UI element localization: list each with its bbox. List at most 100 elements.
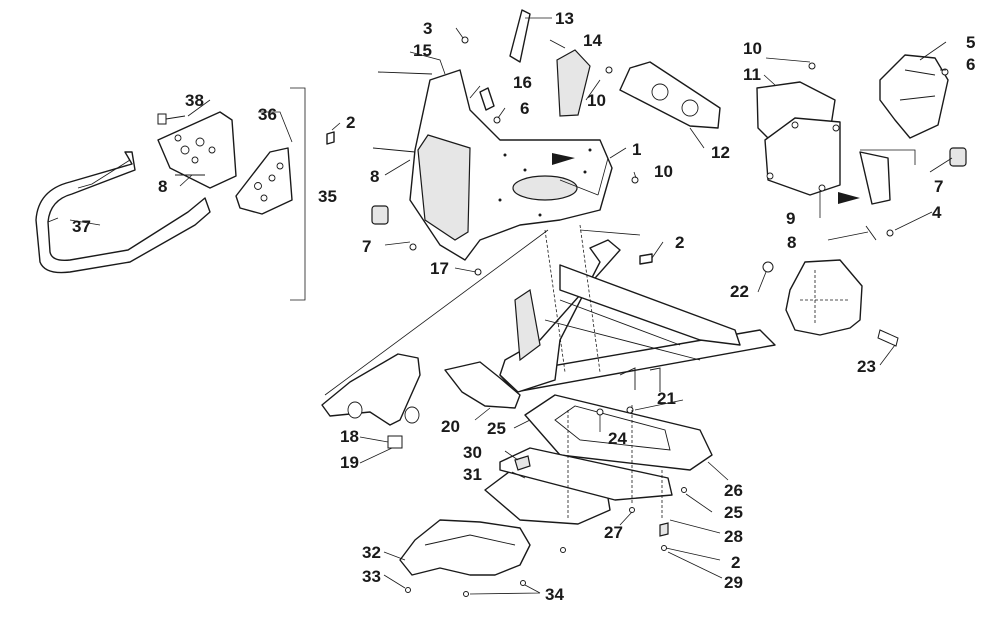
callout-18: 18 <box>340 427 359 446</box>
mount-20 <box>444 361 521 409</box>
callout-8: 8 <box>158 177 167 196</box>
callout-38: 38 <box>185 91 204 110</box>
frame-rail <box>559 264 741 346</box>
bolt-23 <box>877 329 899 347</box>
mount-plate-right-holes <box>254 162 284 202</box>
callout-3: 3 <box>423 19 432 38</box>
callout-16: 16 <box>513 73 532 92</box>
bracket-22-23 <box>785 259 863 336</box>
callout-30: 30 <box>463 443 482 462</box>
bracket-5 <box>879 54 949 139</box>
nut-34-a <box>463 591 469 597</box>
bumper-bar-inner <box>47 159 131 223</box>
nut-29 <box>661 545 667 551</box>
callout-8: 8 <box>787 233 796 252</box>
leader-lines <box>69 17 953 595</box>
callout-33: 33 <box>362 567 381 586</box>
callout-27: 27 <box>604 523 623 542</box>
bolt-8-rod <box>372 147 416 153</box>
nut-24 <box>596 408 604 416</box>
callout-26: 26 <box>724 481 743 500</box>
bumper-assembly <box>35 87 335 301</box>
callout-28: 28 <box>724 527 743 546</box>
callout-6: 6 <box>966 55 975 74</box>
plate-12 <box>619 61 721 129</box>
nut-6-center <box>493 116 501 124</box>
nut-19 <box>387 435 403 449</box>
callout-31: 31 <box>463 465 482 484</box>
mount-plate-left-holes <box>174 134 216 164</box>
callout-29: 29 <box>724 573 743 592</box>
frame-chassis <box>321 239 776 449</box>
callout-22: 22 <box>730 282 749 301</box>
callout-21: 21 <box>657 389 676 408</box>
frame-gusset <box>514 288 541 362</box>
mount-plate-right <box>235 147 293 215</box>
latch-14 <box>556 49 591 117</box>
callout-10: 10 <box>654 162 673 181</box>
nut-4 <box>886 229 894 237</box>
rubber-pad-7-right <box>949 147 967 167</box>
nut-10-right <box>808 62 816 70</box>
callout-2: 2 <box>731 553 740 572</box>
nut-25 <box>681 487 687 493</box>
washer-8 <box>409 243 417 251</box>
nut-21 <box>626 406 634 414</box>
shield-32-detail <box>424 534 516 546</box>
nut-27 <box>629 507 635 513</box>
shield-32 <box>399 519 531 576</box>
callout-17: 17 <box>430 259 449 278</box>
callout-19: 19 <box>340 453 359 472</box>
callout-4: 4 <box>932 203 942 222</box>
group-bracket-35 <box>290 87 306 301</box>
front-housing-assembly <box>371 9 721 276</box>
callout-11: 11 <box>743 65 761 84</box>
callout-10: 10 <box>743 39 762 58</box>
callout-2: 2 <box>346 113 355 132</box>
callout-2: 2 <box>675 233 684 252</box>
bracket-5-detail <box>899 69 936 101</box>
bolt-38 <box>157 113 186 125</box>
callout-1: 1 <box>632 140 641 159</box>
bumper-bar <box>35 151 211 274</box>
callout-24: 24 <box>608 429 627 448</box>
callout-13: 13 <box>555 9 574 28</box>
clip-2-center <box>639 253 653 265</box>
callout-25: 25 <box>487 419 506 438</box>
callout-32: 32 <box>362 543 381 562</box>
callout-labels: 1 2 2 2 3 4 5 6 6 7 7 8 8 8 9 10 10 10 1… <box>72 9 975 604</box>
arrow-right <box>838 192 860 204</box>
nut-22 <box>762 261 774 273</box>
nut-33 <box>405 587 411 593</box>
callout-25: 25 <box>724 503 743 522</box>
callout-12: 12 <box>711 143 730 162</box>
mount-18-tube-a <box>347 401 363 419</box>
frame-upright <box>499 239 621 393</box>
bolt-8-right <box>865 225 877 241</box>
nut-10-lower <box>631 176 639 184</box>
housing-holes <box>498 148 592 217</box>
rubber-pad-7-left <box>371 205 389 225</box>
callout-35: 35 <box>318 187 337 206</box>
callout-8: 8 <box>370 167 379 186</box>
bolt-30 <box>514 455 531 471</box>
bracket-13 <box>509 9 531 63</box>
nut-10-center <box>605 66 613 74</box>
bracket-22-23-detail <box>800 270 850 325</box>
skid-plate-28 <box>499 447 673 501</box>
clip-2-lower <box>659 522 669 537</box>
plate-12-hole-a <box>651 83 669 101</box>
callout-36: 36 <box>258 105 277 124</box>
right-panel-assembly <box>756 54 967 347</box>
callout-10: 10 <box>587 91 606 110</box>
mount-18-tube-b <box>404 406 420 424</box>
callout-7: 7 <box>934 177 943 196</box>
callout-23: 23 <box>857 357 876 376</box>
callout-15: 15 <box>413 41 432 60</box>
housing-oval-recess <box>512 175 578 201</box>
clip-2-left <box>326 131 335 145</box>
nut-6-right <box>941 68 949 76</box>
part-16 <box>479 87 495 111</box>
callout-7: 7 <box>362 237 371 256</box>
